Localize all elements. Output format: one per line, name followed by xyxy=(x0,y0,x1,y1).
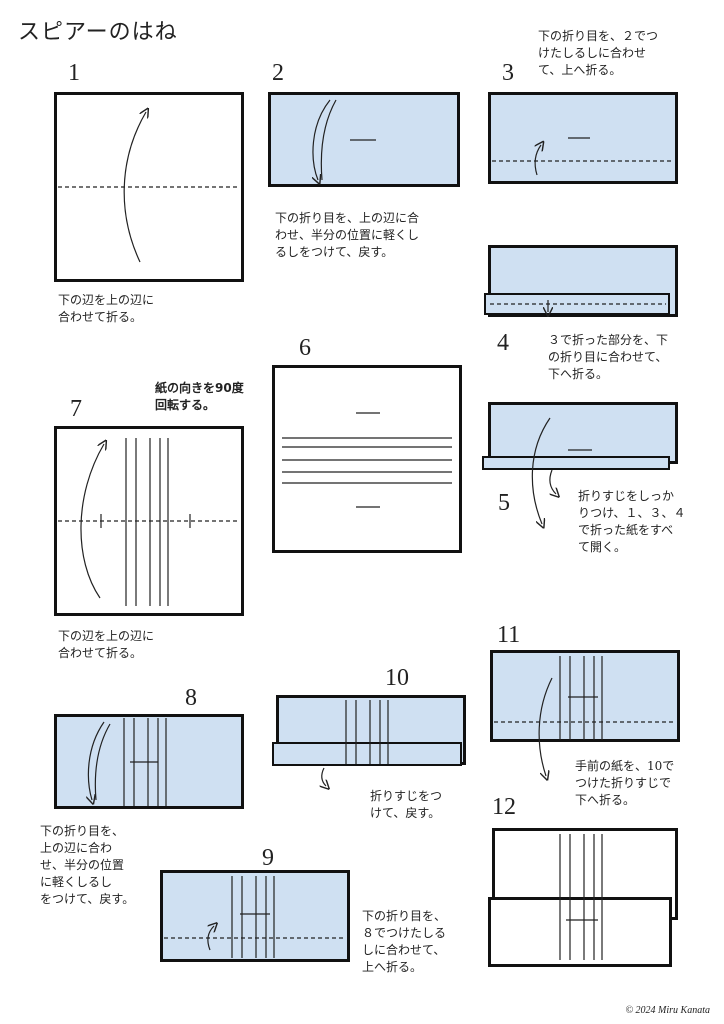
step-11-paper xyxy=(490,650,680,742)
step-8-arrow-up xyxy=(94,723,111,801)
step-7-fold-arrow xyxy=(80,444,104,599)
step-7-number: 7 xyxy=(70,396,82,422)
step-5-unfold-arrow xyxy=(531,417,551,524)
step-5-caption: 折りすじをしっか りつけ、１、３、４ で折った紙をすべ て開く。 xyxy=(578,489,686,554)
step-3-fold-arrow xyxy=(535,145,541,176)
step-4-folded-flap xyxy=(482,456,670,470)
step-2-arrow-down xyxy=(313,99,331,180)
step-4-caption: ３で折った部分を、下 の折り目に合わせて、 下へ折る。 xyxy=(548,333,669,381)
copyright-credit: © 2024 Miru Kanata xyxy=(625,1005,710,1016)
step-10-folded-flap xyxy=(272,742,462,766)
step-7-caption: 下の辺を上の辺に 合わせて折る。 xyxy=(58,629,155,660)
step-8-caption: 下の折り目を、 上の辺に合わ せ、半分の位置 に軽くしるし をつけて、戻す。 xyxy=(40,824,135,906)
step-4-number: 4 xyxy=(497,330,509,356)
step-1-fold-arrow xyxy=(123,112,146,263)
step-11-caption: 手前の紙を、10で つけた折りすじで 下へ折る。 xyxy=(575,759,675,807)
step-10-number: 10 xyxy=(385,665,409,691)
step-6-number: 6 xyxy=(299,335,311,361)
step-5-number: 5 xyxy=(498,490,510,516)
step-10-arrow xyxy=(322,767,326,786)
step-2-arrow-up xyxy=(320,99,337,181)
step-9-paper xyxy=(160,870,350,962)
step-12-number: 12 xyxy=(492,794,516,820)
step-12-front-flap xyxy=(488,897,672,967)
step-10-caption: 折りすじをつ けて、戻す。 xyxy=(370,789,443,820)
step-8-number: 8 xyxy=(185,685,197,711)
step-9-caption: 下の折り目を、 ８でつけたしる しに合わせて、 上へ折る。 xyxy=(362,909,447,974)
step-11-number: 11 xyxy=(497,622,521,648)
step-1-number: 1 xyxy=(68,60,80,86)
step-9-number: 9 xyxy=(262,845,274,871)
step-8-arrow-down xyxy=(88,721,105,800)
step-9-fold-arrow xyxy=(208,926,214,951)
step-2-number: 2 xyxy=(272,60,284,86)
step-2-caption: 下の折り目を、上の辺に合 わせ、半分の位置に軽くし るしをつけて、戻す。 xyxy=(275,211,420,259)
step-1-caption: 下の辺を上の辺に 合わせて折る。 xyxy=(58,293,155,324)
step-11-fold-arrow xyxy=(538,677,553,776)
page-title: スピアーのはね xyxy=(18,20,178,45)
step-4-paper xyxy=(488,402,678,464)
step-3-number: 3 xyxy=(502,60,514,86)
step-3-caption: 下の折り目を、２でつ けたしるしに合わせ て、上へ折る。 xyxy=(538,29,659,77)
step-5-small-arrow xyxy=(550,469,556,494)
step-7-rotate-note: 紙の向きを90度 回転する。 xyxy=(155,381,244,412)
step-6-paper xyxy=(272,365,462,553)
